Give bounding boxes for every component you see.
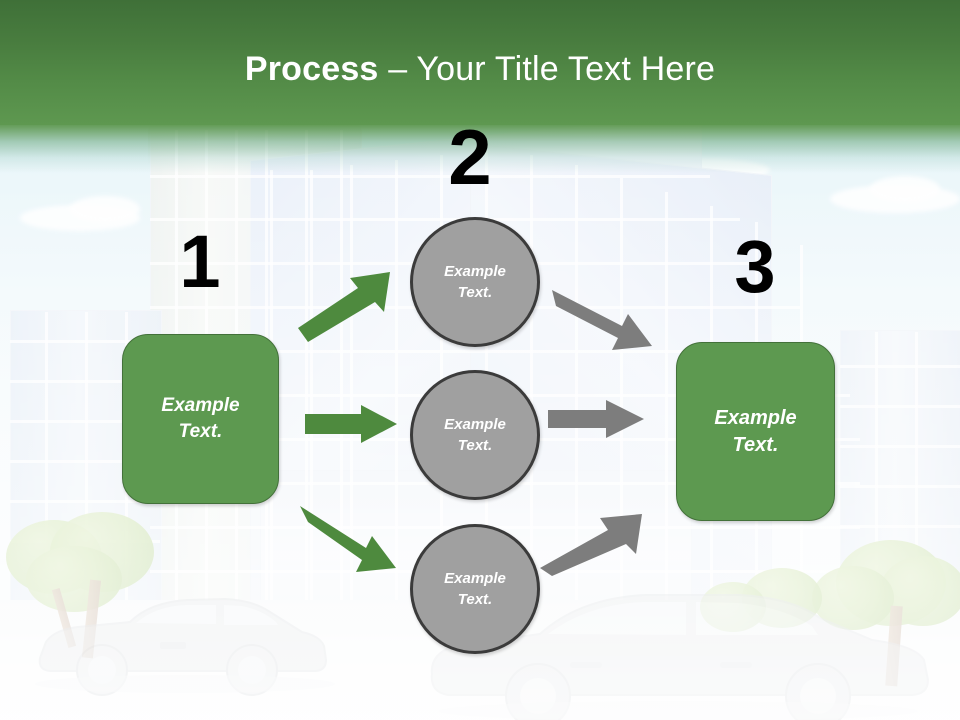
process-box-3-label: Example Text.	[714, 406, 797, 456]
process-circle-1-label: Example Text.	[444, 263, 506, 301]
process-circle-2-label: Example Text.	[444, 416, 506, 454]
page-title-rest: – Your Title Text Here	[378, 50, 716, 88]
arrow-green-right	[305, 405, 397, 443]
arrow-green-down-right	[300, 500, 412, 572]
header-bar	[0, 0, 960, 125]
process-circle-3-label: Example Text.	[444, 570, 506, 608]
arrow-gray-up-right	[540, 510, 650, 576]
process-box-1[interactable]: Example Text.	[122, 334, 279, 504]
step-number-1: 1	[179, 220, 221, 303]
page-title: Process – Your Title Text Here	[0, 50, 960, 88]
arrow-gray-down-right	[552, 288, 662, 350]
step-number-2: 2	[448, 113, 492, 201]
process-circle-3[interactable]: Example Text.	[410, 524, 540, 654]
step-number-3: 3	[734, 225, 776, 308]
process-box-3[interactable]: Example Text.	[676, 342, 835, 521]
arrow-gray-right	[548, 400, 644, 438]
page-title-bold: Process	[244, 50, 379, 88]
process-circle-1[interactable]: Example Text.	[410, 217, 540, 347]
process-circle-2[interactable]: Example Text.	[410, 370, 540, 500]
process-box-1-label: Example Text.	[161, 395, 240, 442]
header-gradient-fade	[0, 125, 960, 173]
arrow-green-up-right	[298, 272, 408, 342]
